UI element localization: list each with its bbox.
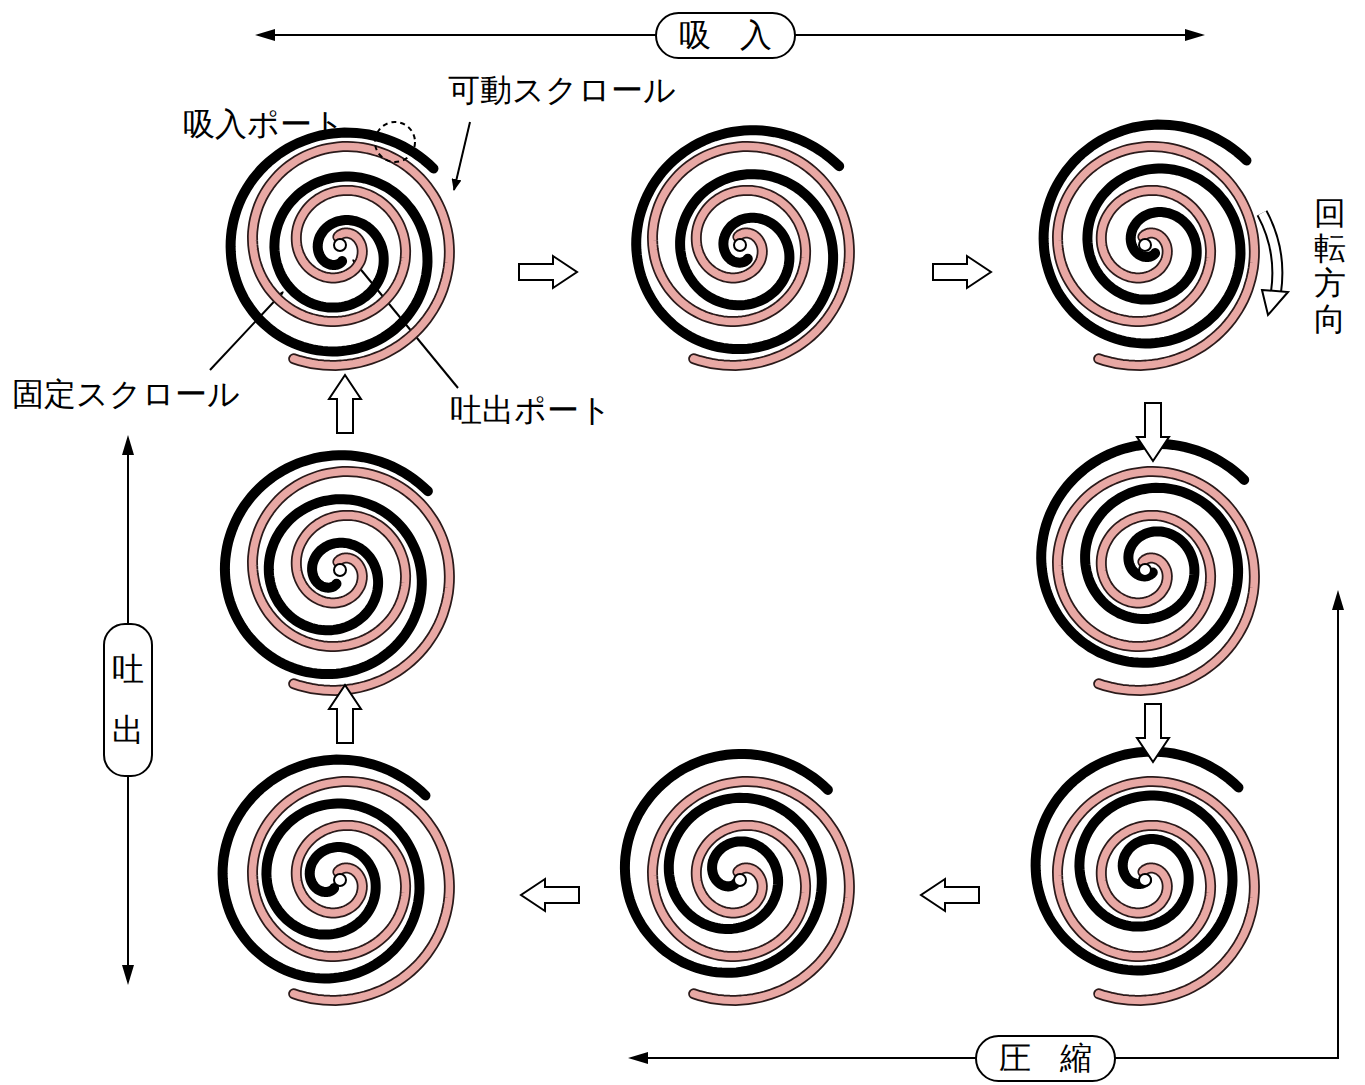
orbiting-scroll [223,760,426,979]
step-arrow [1137,403,1169,461]
part-name: 吸入ポート [183,106,345,143]
range-arrowhead [122,965,134,985]
range-arrowhead [255,29,275,41]
rotation-arrowhead [1262,290,1288,315]
step-arrow [521,879,579,911]
range-pill: 吐出 [103,623,153,777]
step-arrow [921,879,979,911]
range-label: 吐出 [112,639,144,761]
range-arrowhead [1185,29,1205,41]
orbiting-scroll [1036,752,1239,971]
discharge-port [334,874,346,886]
orbiting-scroll [1044,125,1247,344]
range-label: 吸入 [679,17,801,54]
step-arrow [329,685,361,743]
discharge-port [334,564,346,576]
discharge-port [334,239,346,251]
step-arrows [329,256,1169,911]
part-name: 固定スクロール [12,376,240,413]
range-arrowhead [628,1052,648,1064]
step-arrow [1137,704,1169,762]
leader-line [454,122,470,190]
range-label: 圧縮 [999,1040,1121,1077]
orbiting-scroll [225,455,428,674]
suction-port [375,122,415,162]
orbiting-scroll [636,130,839,349]
orbiting-scroll [231,133,434,352]
step-arrow [519,256,577,288]
range-pill: 圧縮 [975,1035,1116,1082]
discharge-port [734,239,746,251]
direction-label: 回転方向 [1314,196,1346,337]
rotation-arrow [1262,213,1277,292]
discharge-port [1139,564,1151,576]
part-name: 可動スクロール [448,72,676,109]
range-arrowhead [1332,590,1344,610]
discharge-port [1139,239,1151,251]
range-arrowhead [122,435,134,455]
step-arrow [933,256,991,288]
discharge-port [734,874,746,886]
range-pill: 吸入 [655,12,796,59]
orbiting-scroll [625,754,828,973]
scroll-group [223,125,1255,1001]
range-line [632,595,1338,1058]
part-name: 吐出ポート [450,392,612,429]
discharge-port [1139,874,1151,886]
orbiting-scroll [1041,444,1244,663]
step-arrow [329,375,361,433]
rotation-arrow [1262,213,1277,292]
